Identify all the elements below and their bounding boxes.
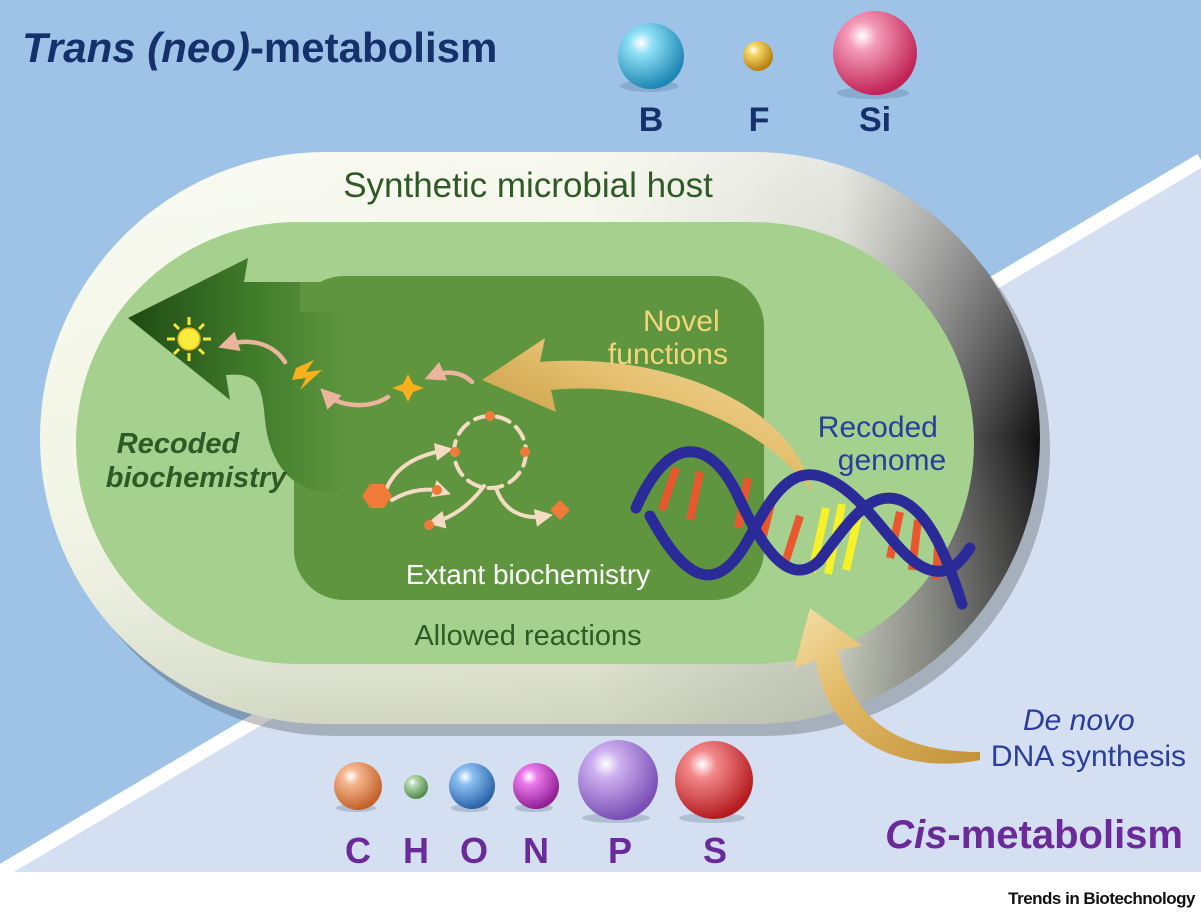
element-label-s: S [703,830,727,871]
dna-helix-icon [630,446,976,610]
trans-elements: B F Si [618,11,917,139]
sun-product-icon [167,317,211,361]
extant-biochemistry-label: Extant biochemistry [406,559,650,590]
cis-title: Cis-metabolism [885,813,1183,857]
hydrogen-sphere-icon [404,775,428,799]
lightning-icon [292,360,322,390]
host-label: Synthetic microbial host [343,166,713,205]
element-label-si: Si [859,101,891,139]
element-label-p: P [608,830,632,871]
boron-sphere-icon [618,23,684,89]
hexagon-substrate-icon [362,484,392,508]
extant-pathway-network [362,411,570,530]
diamond-product-icon [550,500,570,520]
element-label-c: C [345,830,371,871]
sulfur-sphere-icon [675,741,753,819]
element-label-n: N [523,830,549,871]
element-label-f: F [749,101,770,139]
allowed-reactions-label: Allowed reactions [414,620,641,652]
star-product-icon [392,374,424,402]
journal-footer: Trends in Biotechnology [1008,889,1195,908]
phosphorus-sphere-icon [578,740,658,820]
novel-functions-label: Novel functions [608,305,728,371]
trans-title: Trans (neo)-metabolism [22,24,497,71]
de-novo-synthesis-arrow [794,608,980,764]
de-novo-dna-synthesis-label: De novo DNA synthesis [991,704,1186,773]
element-label-h: H [403,830,429,871]
novel-pathway-arrows [218,331,475,410]
recoded-genome-label: Recoded genome [818,411,946,477]
element-label-b: B [639,101,664,139]
nitrogen-sphere-icon [513,763,559,809]
element-label-o: O [460,830,488,871]
cis-elements: C H O N P S [334,740,753,871]
silicon-sphere-icon [833,11,917,95]
recoded-biochemistry-arrow [128,258,345,492]
fluorine-sphere-icon [743,41,773,71]
recoded-biochemistry-label: Recoded biochemistry [106,428,288,494]
oxygen-sphere-icon [449,763,495,809]
carbon-sphere-icon [334,762,382,810]
novel-functions-arrow [482,338,812,492]
